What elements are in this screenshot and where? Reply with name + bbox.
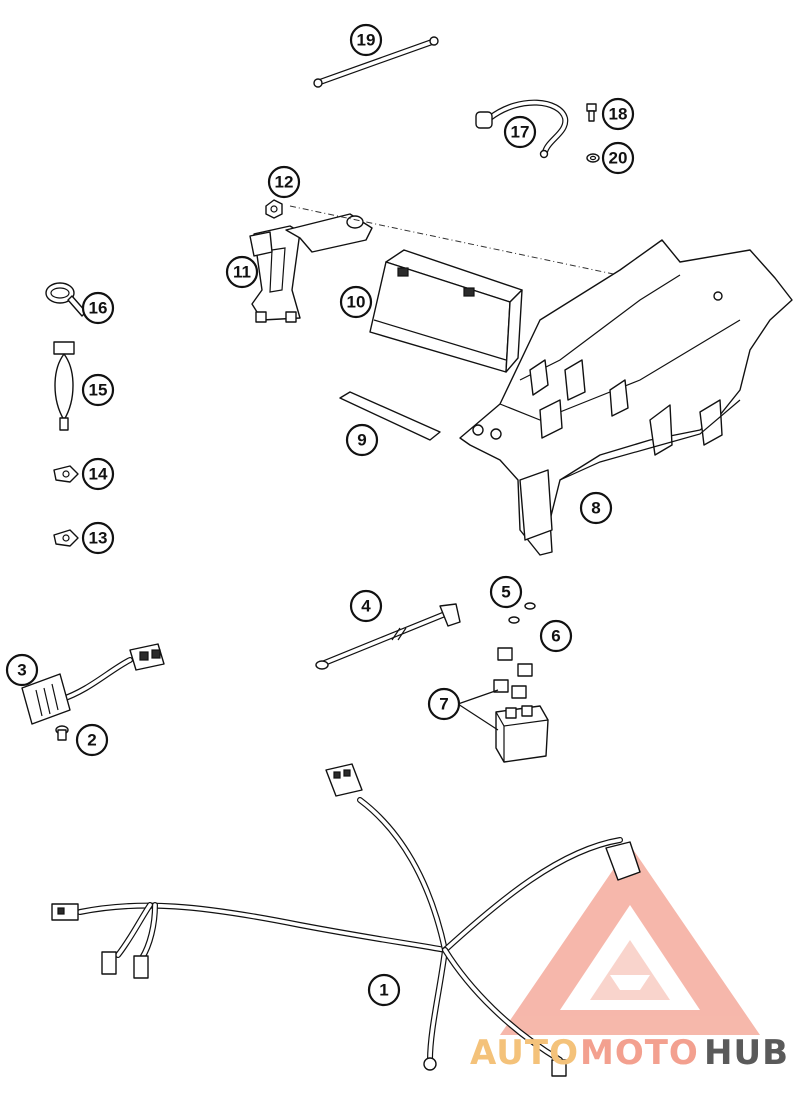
part-battery-cable-short [313,36,439,88]
svg-text:7: 7 [439,695,448,714]
watermark-word-moto: MOTO [580,1033,699,1073]
watermark-word-auto: AUTO [470,1033,579,1073]
part-nut-12 [265,199,283,219]
part-screw-18 [586,103,597,122]
callout-20: 20 [601,141,635,175]
part-fuses-6 [493,647,533,699]
part-nut-20 [586,153,600,163]
svg-text:17: 17 [511,123,530,142]
part-battery-10 [369,249,523,373]
part-cable-tie-16 [45,282,87,317]
callout-4: 4 [349,589,383,623]
svg-text:20: 20 [609,149,628,168]
svg-text:19: 19 [357,31,376,50]
leader-lines-7 [457,689,499,731]
part-clip-14 [53,465,79,483]
callout-17: 17 [503,115,537,149]
callout-1: 1 [367,973,401,1007]
svg-text:9: 9 [357,431,366,450]
part-holder-15 [53,341,75,431]
callout-10: 10 [339,285,373,319]
callout-15: 15 [81,373,115,407]
callout-12: 12 [267,165,301,199]
callout-2: 2 [75,723,109,757]
callout-11: 11 [225,255,259,289]
svg-text:16: 16 [89,299,108,318]
part-main-harness-1 [51,763,641,1077]
svg-text:10: 10 [347,293,366,312]
watermark-text: AUTO MOTO HUB [470,1033,789,1073]
svg-text:1: 1 [379,981,388,1000]
callout-16: 16 [81,291,115,325]
part-battery-holder-11 [249,213,373,323]
part-clip-13 [53,529,79,547]
callout-3: 3 [5,653,39,687]
watermark-word-hub: HUB [704,1033,789,1073]
part-screws-5 [508,602,536,624]
svg-text:12: 12 [275,173,294,192]
svg-text:8: 8 [591,499,600,518]
svg-text:14: 14 [89,465,108,484]
callout-8: 8 [579,491,613,525]
callout-6: 6 [539,619,573,653]
part-regulator-3 [21,643,165,725]
svg-text:3: 3 [17,661,26,680]
svg-text:6: 6 [551,627,560,646]
svg-text:18: 18 [609,105,628,124]
callout-13: 13 [81,521,115,555]
callout-19: 19 [349,23,383,57]
callout-18: 18 [601,97,635,131]
part-battery-tray-8 [459,239,793,556]
part-screw-2 [55,725,69,741]
svg-text:13: 13 [89,529,108,548]
svg-text:5: 5 [501,583,510,602]
callout-7: 7 [427,687,461,721]
part-pad-9 [339,391,441,441]
part-ground-cable [475,99,569,159]
svg-text:15: 15 [89,381,108,400]
callout-14: 14 [81,457,115,491]
svg-text:11: 11 [233,263,251,282]
svg-text:2: 2 [87,731,96,750]
callout-9: 9 [345,423,379,457]
part-relay-7 [495,705,549,763]
callout-5: 5 [489,575,523,609]
part-cable-4 [315,603,461,670]
watermark-logo [500,845,760,1035]
svg-text:4: 4 [361,597,371,616]
